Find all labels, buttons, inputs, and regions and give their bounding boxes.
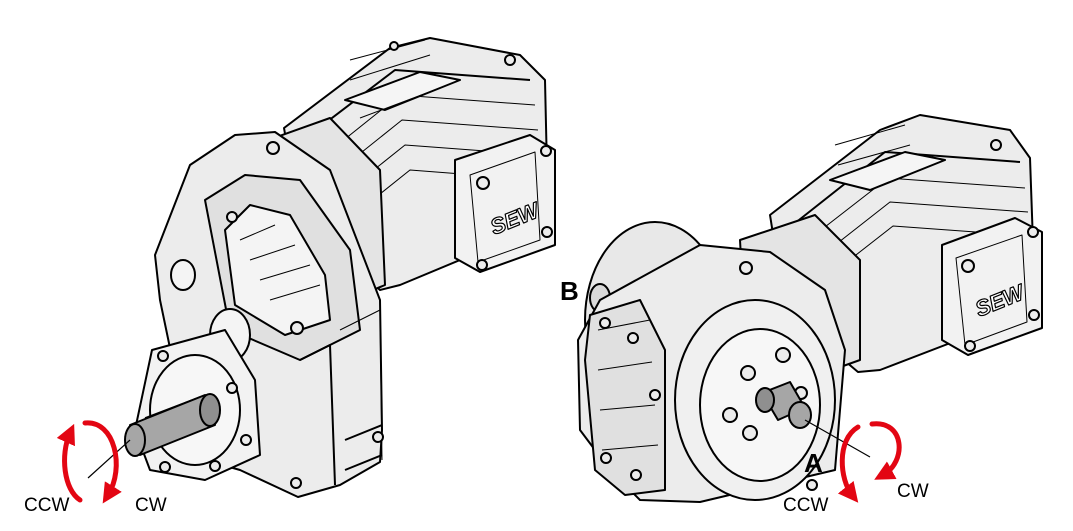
left-ccw-label: CCW [24,495,70,516]
left-output-shaft [124,393,221,457]
right-gear-motor: SEW [577,114,1043,503]
left-ccw-arrow-icon [56,423,83,503]
right-shaft-axis [804,419,871,458]
left-shaft-axis [87,439,131,479]
shaft-a-label: A [804,448,823,478]
right-rotation-arrows [837,421,902,503]
left-gear-motor: SEW [87,37,556,498]
left-cw-label: CW [135,495,167,516]
right-ccw-arrow-icon [837,424,861,503]
left-cw-arrow-icon [82,420,122,504]
shaft-b-label: B [560,276,579,306]
right-output-shaft [755,381,812,429]
right-cw-arrow-icon [869,421,902,480]
right-cw-label: CW [897,481,929,502]
right-ccw-label: CCW [783,495,829,516]
right-motor-body: SEW [769,114,1043,373]
left-rotation-arrows [56,420,122,504]
